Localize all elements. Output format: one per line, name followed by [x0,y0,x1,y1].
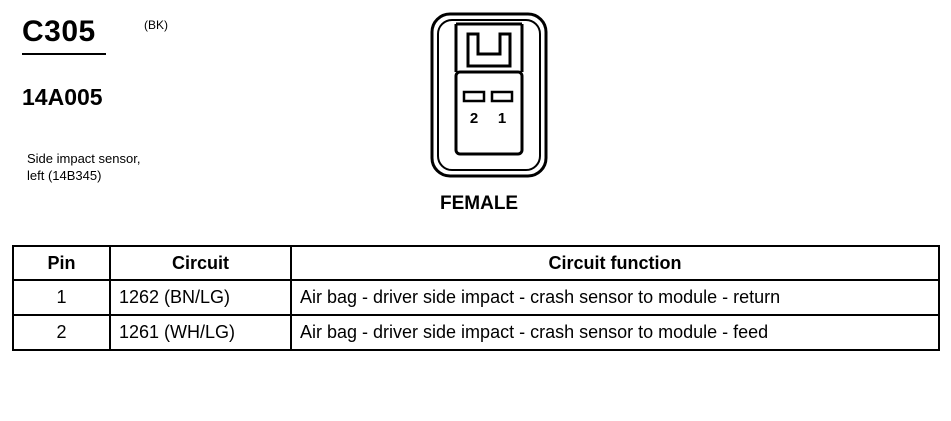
cell-circuit-function: Air bag - driver side impact - crash sen… [290,314,940,351]
cell-circuit-function: Air bag - driver side impact - crash sen… [290,279,940,316]
description-line-1: Side impact sensor, [27,151,141,166]
pinout-table: Pin Circuit Circuit function 1 1262 (BN/… [12,245,940,351]
pin-cavity-1 [490,90,514,103]
pin-number-1: 1 [498,110,506,127]
connector-face-diagram: 2 1 [430,12,548,178]
header-pin: Pin [12,245,111,281]
pin-number-2: 2 [470,110,478,127]
connector-description: Side impact sensor, left (14B345) [27,150,227,184]
connector-id: C305 [22,15,96,48]
description-line-2: left (14B345) [27,168,102,183]
connector-terminal-body [454,70,524,156]
cell-pin: 1 [12,279,111,316]
cell-circuit: 1262 (BN/LG) [109,279,292,316]
table-row: 1 1262 (BN/LG) Air bag - driver side imp… [12,279,940,316]
pin-cavity-2 [462,90,486,103]
cell-pin: 2 [12,314,111,351]
header-circuit-function: Circuit function [290,245,940,281]
connector-id-underline [22,53,106,55]
table-header-row: Pin Circuit Circuit function [12,245,940,281]
connector-color-code: (BK) [144,18,168,32]
connector-part-number: 14A005 [22,84,103,110]
connector-locking-tab [466,32,512,68]
connector-housing-outer [430,12,548,178]
table-row: 2 1261 (WH/LG) Air bag - driver side imp… [12,314,940,351]
connector-housing-inner [437,19,541,171]
header-circuit: Circuit [109,245,292,281]
cell-circuit: 1261 (WH/LG) [109,314,292,351]
connector-latch-channel [454,22,524,72]
connector-gender-label: FEMALE [440,193,519,214]
